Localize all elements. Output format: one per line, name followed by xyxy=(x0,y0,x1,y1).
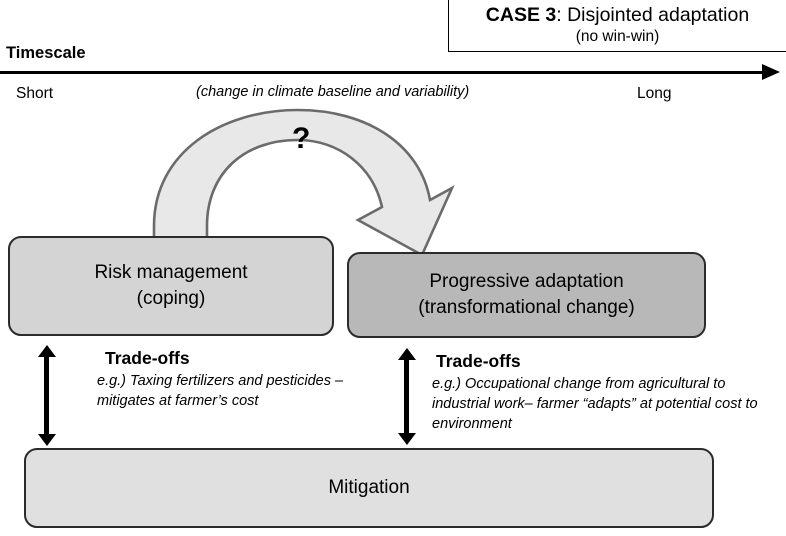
box-progressive-adaptation-line1: Progressive adaptation xyxy=(429,271,624,292)
arrow-head-down xyxy=(398,433,416,445)
arrow-shaft xyxy=(404,358,409,435)
arrow-head-up xyxy=(38,345,56,357)
case-header-box: CASE 3: Disjointed adaptation (no win-wi… xyxy=(448,0,786,52)
box-risk-management-line2: (coping) xyxy=(136,288,206,309)
timescale-short-label: Short xyxy=(16,85,54,102)
case-separator: : xyxy=(556,4,568,26)
arrow-shaft xyxy=(44,355,49,436)
tradeoff-left-body: e.g.) Taxing fertilizers and pesticides … xyxy=(97,373,344,409)
box-progressive-adaptation-line2: (transformational change) xyxy=(418,297,635,318)
arrow-head-up xyxy=(398,348,416,360)
box-risk-management[interactable]: Risk management (coping) xyxy=(8,236,334,336)
tradeoff-right-body: e.g.) Occupational change from agricultu… xyxy=(432,376,758,432)
tradeoff-right-title: Trade-offs xyxy=(436,351,521,371)
double-headed-vertical-arrow-icon-left xyxy=(38,345,56,446)
tradeoff-block-left: Trade-offs e.g.) Taxing fertilizers and … xyxy=(97,348,347,411)
timescale-caption: (change in climate baseline and variabil… xyxy=(196,84,470,100)
right-arrow-icon xyxy=(762,64,780,80)
tradeoff-block-right: Trade-offs e.g.) Occupational change fro… xyxy=(432,351,782,434)
box-risk-management-line1: Risk management xyxy=(94,262,248,283)
timescale-axis-line xyxy=(0,71,772,74)
arrow-head-down xyxy=(38,434,56,446)
box-mitigation-line1: Mitigation xyxy=(328,477,410,498)
case-number-label: CASE 3 xyxy=(485,4,557,26)
curved-arrow-icon xyxy=(152,108,455,258)
box-progressive-adaptation[interactable]: Progressive adaptation (transformational… xyxy=(347,252,706,338)
timescale-title: Timescale xyxy=(6,44,86,62)
case-title: Disjointed adaptation xyxy=(567,4,750,26)
question-mark-label: ? xyxy=(292,122,311,155)
case-header-title-line: CASE 3: Disjointed adaptation xyxy=(449,3,786,27)
timescale-long-label: Long xyxy=(637,85,672,102)
box-mitigation[interactable]: Mitigation xyxy=(24,448,714,528)
double-headed-vertical-arrow-icon-right xyxy=(398,348,416,445)
tradeoff-left-title: Trade-offs xyxy=(105,348,190,368)
case-subtitle: (no win-win) xyxy=(575,28,660,45)
